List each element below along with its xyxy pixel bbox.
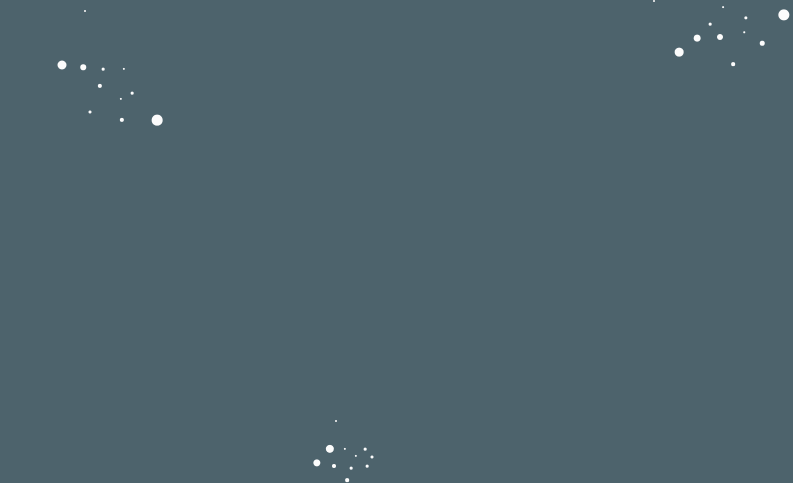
particle-dot bbox=[365, 464, 369, 468]
particle-dot bbox=[370, 455, 374, 459]
particle-dot bbox=[349, 466, 353, 470]
particle-dot bbox=[332, 464, 336, 468]
particle-dot bbox=[778, 9, 790, 21]
particle-dot bbox=[354, 454, 358, 458]
particle-dot bbox=[343, 447, 347, 451]
particle-dot bbox=[674, 47, 684, 57]
particle-dot bbox=[80, 64, 86, 70]
particle-dot bbox=[345, 478, 349, 482]
particle-dot bbox=[708, 22, 712, 26]
particle-dot bbox=[722, 6, 724, 8]
particle-dot bbox=[88, 110, 92, 114]
particle-dot bbox=[653, 0, 655, 2]
particle-dot bbox=[335, 420, 337, 422]
particle-dot bbox=[84, 10, 86, 12]
particle-dot bbox=[325, 444, 335, 454]
particle-dot bbox=[130, 91, 134, 95]
particle-dot bbox=[693, 34, 701, 42]
particle-dot bbox=[119, 117, 125, 123]
particle-dot bbox=[57, 60, 67, 70]
particle-dot bbox=[731, 62, 735, 66]
particle-dot bbox=[759, 40, 765, 46]
particle-dot bbox=[743, 31, 745, 33]
particle-dot bbox=[97, 83, 103, 89]
particle-dot bbox=[122, 67, 126, 71]
particle-dot bbox=[151, 114, 163, 126]
particle-dot bbox=[744, 16, 748, 20]
particle-dot bbox=[717, 34, 723, 40]
particle-dot bbox=[101, 67, 105, 71]
particle-dot bbox=[363, 447, 367, 451]
particle-dot bbox=[119, 97, 123, 101]
particle-dot bbox=[313, 459, 321, 467]
